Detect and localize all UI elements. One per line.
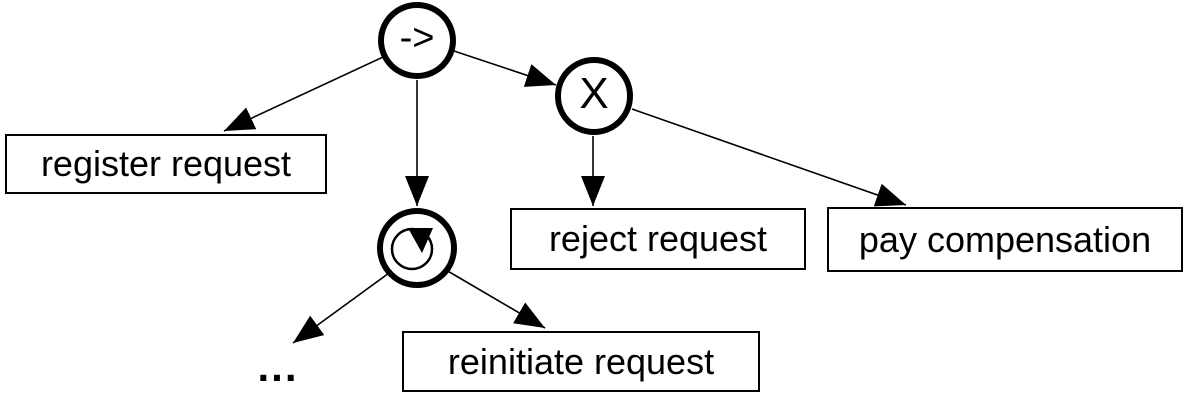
xor-operator-label: X bbox=[579, 69, 609, 118]
edge-xor-to-pay bbox=[631, 108, 907, 207]
edge-loop-to-reinitiate bbox=[445, 269, 546, 329]
sequence-operator-label: -> bbox=[399, 16, 435, 59]
subtree-ellipsis: ... bbox=[257, 342, 299, 390]
edge-loop-to-ellipsis bbox=[292, 272, 390, 344]
activity-reject-request-label: reject request bbox=[548, 218, 768, 259]
activity-reinitiate-request-label: reinitiate request bbox=[447, 340, 715, 382]
activity-reject-request: reject request bbox=[510, 208, 806, 270]
clockwise-loop-arrow-icon bbox=[390, 227, 434, 271]
sequence-operator-node: -> bbox=[378, 2, 456, 79]
xor-operator-node: X bbox=[555, 57, 633, 135]
activity-pay-compensation: pay compensation bbox=[827, 207, 1183, 272]
activity-reinitiate-request: reinitiate request bbox=[402, 331, 760, 392]
activity-register-request: register request bbox=[5, 134, 327, 194]
edge-sequence-to-register bbox=[223, 56, 384, 132]
loop-operator-node bbox=[377, 208, 457, 288]
activity-pay-compensation-label: pay compensation bbox=[858, 218, 1152, 260]
activity-register-request-label: register request bbox=[40, 143, 292, 184]
edge-sequence-to-xor bbox=[453, 50, 557, 87]
